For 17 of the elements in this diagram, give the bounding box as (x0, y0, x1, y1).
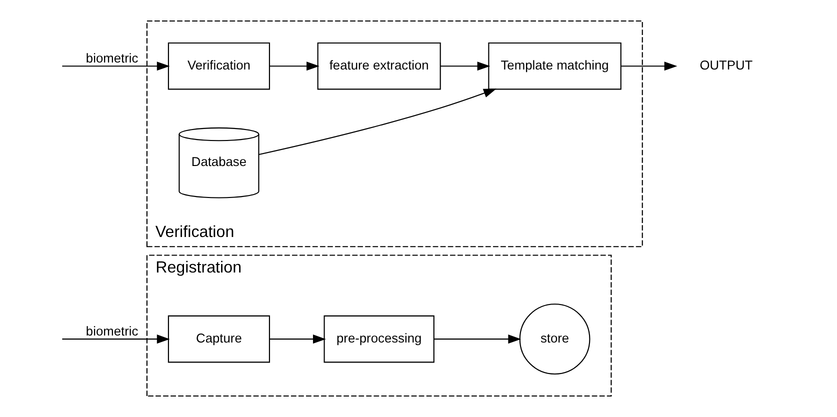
node-text: OUTPUT (699, 57, 752, 72)
edge-label: biometric (85, 323, 138, 338)
arrow (440, 62, 490, 71)
arrow (620, 62, 677, 71)
node-box: feature extraction (316, 42, 440, 90)
arrow (269, 62, 319, 71)
node-circle: store (518, 304, 590, 375)
arrow (258, 88, 496, 156)
arrow (434, 334, 521, 344)
edge-label: biometric (85, 50, 138, 66)
node-box: Verification (167, 42, 270, 90)
arrow (62, 334, 170, 344)
node-box: Template matching (488, 42, 621, 90)
arrow (62, 62, 170, 71)
node-box: Capture (167, 315, 270, 363)
node-box: pre-processing (323, 315, 434, 363)
arrow (269, 334, 326, 344)
